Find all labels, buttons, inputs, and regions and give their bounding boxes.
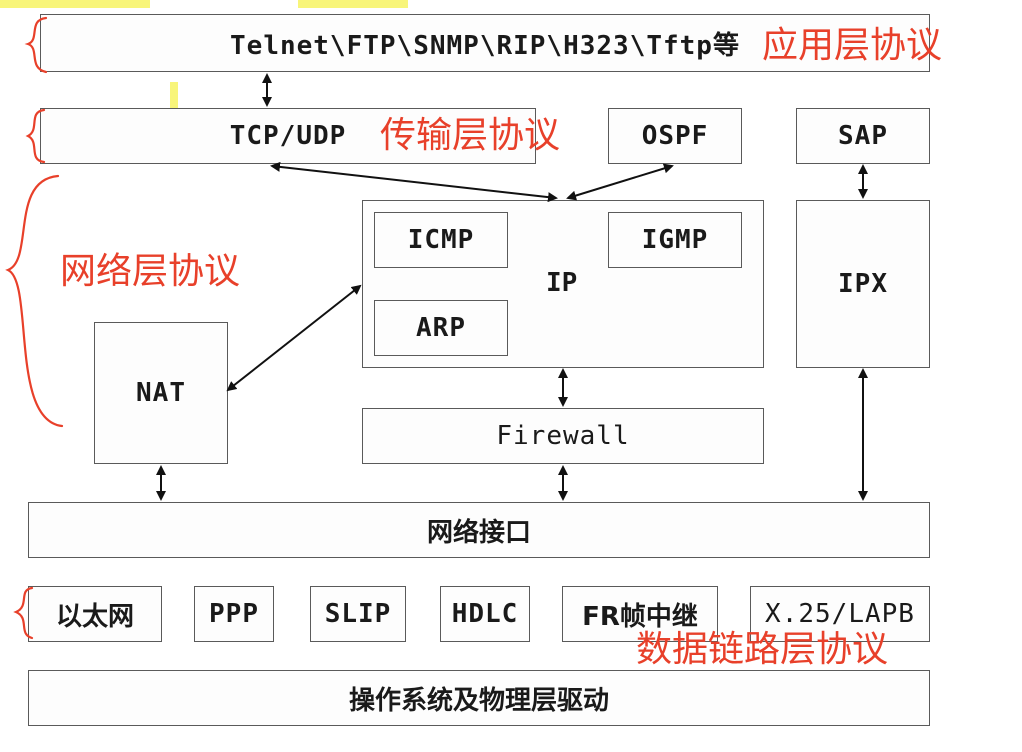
arrow-ospf-ip: [566, 163, 674, 201]
igmp-label: IGMP: [641, 225, 709, 255]
ppp-box: PPP: [194, 586, 274, 642]
brace-network: [5, 174, 64, 428]
sap-label: SAP: [838, 121, 888, 151]
nat-box: NAT: [94, 322, 228, 464]
hdlc-box: HDLC: [440, 586, 530, 642]
icmp-label: ICMP: [407, 225, 475, 255]
ipx-label: IPX: [838, 269, 888, 299]
x25-label: X.25/LAPB: [765, 599, 915, 629]
icmp-box: ICMP: [374, 212, 508, 268]
ppp-label: PPP: [209, 599, 259, 629]
firewall-label: Firewall: [496, 421, 630, 451]
firewall-box: Firewall: [362, 408, 764, 464]
tcp-udp-box: TCP/UDP: [40, 108, 536, 164]
network-interface-label: 网络接口: [426, 517, 531, 548]
ethernet-label: 以太网: [55, 601, 134, 632]
tcp-udp-label: TCP/UDP: [229, 121, 347, 151]
arrow-nat-ip: [226, 284, 362, 392]
highlight-mark: [170, 82, 178, 116]
transport-layer-annotation: 传输层协议: [380, 115, 561, 156]
arp-box: ARP: [374, 300, 508, 356]
x25-box: X.25/LAPB: [750, 586, 930, 642]
igmp-box: IGMP: [608, 212, 742, 268]
ipx-box: IPX: [796, 200, 930, 368]
application-layer-annotation: 应用层协议: [762, 25, 943, 66]
data-link-layer-annotation: 数据链路层协议: [636, 629, 889, 670]
ospf-box: OSPF: [608, 108, 742, 164]
ip-label: IP: [546, 268, 578, 298]
sap-box: SAP: [796, 108, 930, 164]
hdlc-label: HDLC: [451, 599, 519, 629]
frame-relay-box: FR帧中继: [562, 586, 718, 642]
nat-label: NAT: [136, 378, 186, 408]
application-protocols-label: Telnet\FTP\SNMP\RIP\H323\Tftp等: [230, 30, 740, 61]
network-interface-box: 网络接口: [28, 502, 930, 558]
highlight-mark: [0, 0, 150, 8]
arp-label: ARP: [416, 313, 466, 343]
network-layer-annotation: 网络层协议: [60, 251, 241, 292]
os-driver-label: 操作系统及物理层驱动: [348, 685, 609, 716]
frame-relay-label: FR帧中继: [582, 601, 698, 632]
arrow-tcp-ip: [270, 161, 558, 203]
ethernet-box: 以太网: [28, 586, 162, 642]
highlight-mark: [298, 0, 408, 8]
slip-box: SLIP: [310, 586, 406, 642]
os-driver-box: 操作系统及物理层驱动: [28, 670, 930, 726]
application-protocols-box: Telnet\FTP\SNMP\RIP\H323\Tftp等: [40, 14, 930, 72]
ospf-label: OSPF: [641, 121, 709, 151]
slip-label: SLIP: [324, 599, 392, 629]
